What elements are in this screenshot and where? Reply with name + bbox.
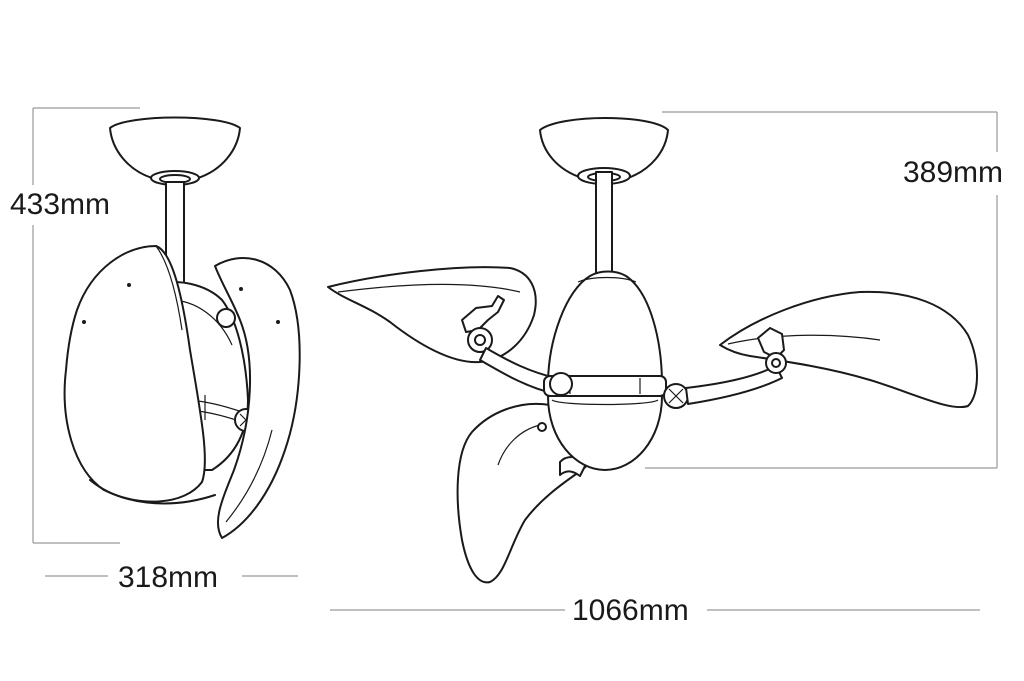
front-right-arm xyxy=(685,365,783,405)
front-left-blade xyxy=(327,266,537,364)
side-canopy xyxy=(109,116,241,179)
front-height-dimension-lines xyxy=(645,111,998,469)
front-canopy xyxy=(539,117,669,179)
side-width-label: 318mm xyxy=(118,561,218,594)
left-blade-bracket xyxy=(461,295,505,353)
front-motor-upper xyxy=(547,270,663,386)
side-rear-blade xyxy=(214,257,301,539)
front-downrod xyxy=(595,171,613,277)
right-blade-bracket xyxy=(757,327,787,374)
front-left-knob xyxy=(549,372,573,396)
front-height-label: 389mm xyxy=(903,156,1003,189)
side-front-blade xyxy=(63,245,206,503)
front-width-label: 1066mm xyxy=(572,594,689,627)
front-view-fan xyxy=(327,111,998,611)
side-height-dimension-lines xyxy=(32,107,140,544)
front-light-dome xyxy=(547,395,663,471)
side-height-label: 433mm xyxy=(10,188,110,221)
side-view-fan xyxy=(32,107,301,577)
front-right-blade xyxy=(719,290,978,409)
